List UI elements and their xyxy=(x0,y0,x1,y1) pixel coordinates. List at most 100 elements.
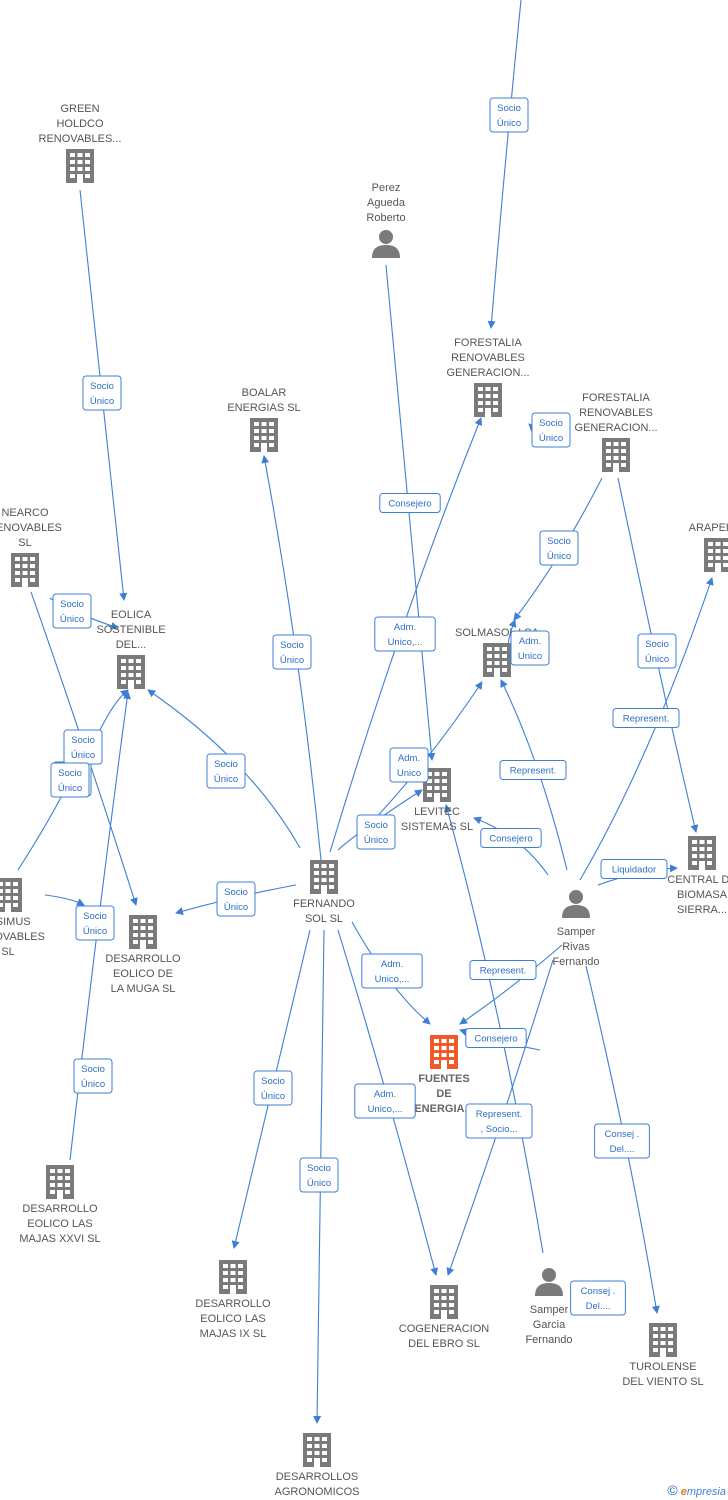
edge-label-box xyxy=(465,1028,527,1048)
edge-label-text: Unico,... xyxy=(368,1104,403,1115)
node-forestalia1[interactable]: FORESTALIARENOVABLESGENERACION... xyxy=(446,337,530,417)
edge-label-e29[interactable]: Represent., Socio... xyxy=(465,1103,533,1139)
edge-label-e8[interactable]: Adm.Unico xyxy=(389,747,429,783)
edge-label-text: Único xyxy=(307,1178,331,1189)
edge-label-box xyxy=(206,753,246,789)
node-arapell[interactable]: ARAPELL... xyxy=(689,522,728,572)
edge-label-box xyxy=(75,905,115,941)
node-central[interactable]: CENTRAL DEBIOMASASIERRA... xyxy=(667,836,728,916)
edge-label-e18[interactable]: Consejero xyxy=(480,828,542,848)
node-label: SOL SL xyxy=(305,913,343,925)
node-label: DE xyxy=(436,1088,451,1100)
edge-label-text: Único xyxy=(547,551,571,562)
node-label: GREEN xyxy=(60,103,99,115)
edge-label-text: Socio xyxy=(261,1076,285,1087)
building-icon xyxy=(46,1165,74,1199)
edge-label-box xyxy=(499,760,567,780)
node-label: DEL... xyxy=(116,639,147,651)
edge-label-text: Represent. xyxy=(480,966,526,977)
person-icon xyxy=(372,230,400,258)
node-label: EOLICO LAS xyxy=(27,1218,92,1230)
node-label: HOLDCO xyxy=(56,118,104,130)
edge-label-text: Consejero xyxy=(388,499,431,510)
node-label: LA MUGA SL xyxy=(111,983,176,995)
node-label: ARAPELL... xyxy=(689,522,728,534)
edge-label-e32[interactable]: Consej .Del.... xyxy=(570,1280,626,1316)
node-label: COGENERACION xyxy=(399,1323,490,1335)
edge-label-text: Socio xyxy=(60,599,84,610)
node-label: TUROLENSE xyxy=(629,1361,696,1373)
edge-line-e32 xyxy=(444,804,544,1254)
edge-label-e25[interactable]: Represent. xyxy=(469,960,537,980)
edge-label-text: Socio xyxy=(224,887,248,898)
edge-label-e16[interactable]: Adm.Unico xyxy=(510,630,550,666)
node-label: MAJAS XXVI SL xyxy=(19,1233,100,1245)
edge-label-text: Adm. xyxy=(398,753,420,764)
edge-label-box xyxy=(82,375,122,411)
node-label: EOLICA xyxy=(111,609,152,621)
building-icon xyxy=(66,149,94,183)
node-issimus[interactable]: ISSIMUSRENOVABLESSL xyxy=(0,878,45,958)
edge-label-box xyxy=(216,881,256,917)
node-label: ISSIMUS xyxy=(0,916,31,928)
edge-label-text: Adm. xyxy=(519,636,541,647)
node-nearco[interactable]: NEARCORENOVABLESSL xyxy=(0,507,62,587)
edge-label-text: Consejero xyxy=(474,1034,517,1045)
node-fuentes[interactable]: FUENTESDEENERGIA... xyxy=(414,1035,474,1115)
edge-label-e24[interactable]: Adm.Unico,... xyxy=(361,953,423,989)
edge-label-box xyxy=(374,616,436,652)
building-icon xyxy=(0,878,22,912)
building-icon xyxy=(129,915,157,949)
edge-label-e17[interactable]: Represent. xyxy=(612,708,680,728)
brand-footer[interactable]: © empresia xyxy=(667,1482,726,1498)
edge-label-text: Represent. xyxy=(510,766,556,777)
node-forestalia2[interactable]: FORESTALIARENOVABLESGENERACION... xyxy=(574,392,658,472)
node-green[interactable]: GREENHOLDCORENOVABLES... xyxy=(39,103,122,183)
edge-label-e31[interactable]: Consej .Del.... xyxy=(594,1123,650,1159)
edge-label-e7[interactable]: Adm.Unico,... xyxy=(374,616,436,652)
edge-label-e26[interactable]: Consejero xyxy=(465,1028,527,1048)
node-label: Samper xyxy=(530,1304,569,1316)
edge-label-e10[interactable]: Represent. xyxy=(499,760,567,780)
node-label: BOALAR xyxy=(242,387,287,399)
node-eolica[interactable]: EOLICASOSTENIBLEDEL... xyxy=(96,609,166,689)
node-label: Perez xyxy=(372,182,401,194)
edge-label-e3[interactable]: Consejero xyxy=(379,493,441,513)
node-label: SL xyxy=(1,946,14,958)
node-label: FUENTES xyxy=(418,1073,469,1085)
edge-label-box xyxy=(489,97,529,133)
edge-line-e3 xyxy=(385,264,436,761)
edges-layer xyxy=(17,0,714,1424)
edge-label-text: Único xyxy=(58,783,82,794)
edge-label-e20[interactable]: Liquidador xyxy=(600,859,668,879)
edge-label-e28[interactable]: Adm.Unico,... xyxy=(354,1083,416,1119)
